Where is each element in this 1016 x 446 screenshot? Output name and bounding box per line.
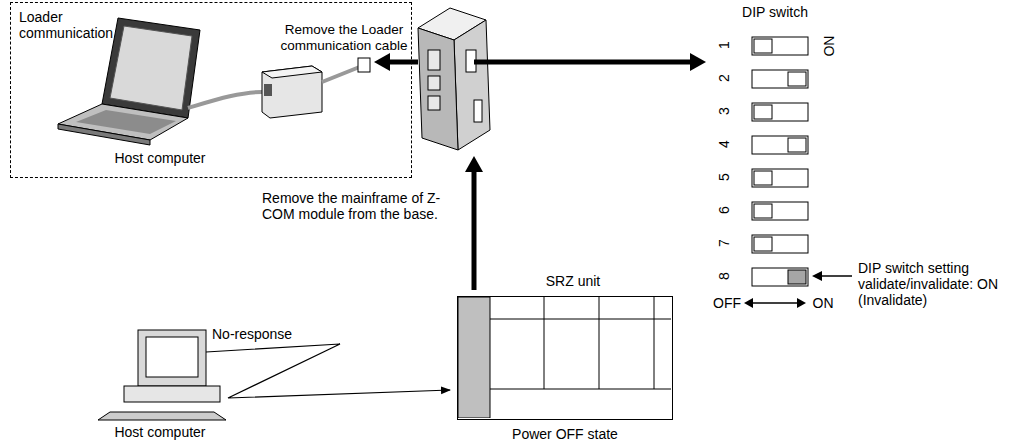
cable-plug <box>358 58 370 72</box>
device-label: Host computer <box>100 424 220 440</box>
switch-slot <box>752 268 808 286</box>
switch-number: 1 <box>716 33 732 57</box>
switch-slot <box>752 202 808 220</box>
z-com-module <box>418 8 490 150</box>
switch-slot <box>752 169 808 187</box>
switch-number: 8 <box>716 264 732 288</box>
desktop-computer <box>98 330 226 420</box>
module-divider <box>654 297 655 389</box>
annotation: No-response <box>212 326 312 342</box>
switch-knob <box>754 171 772 185</box>
unit-label: SRZ unit <box>518 273 628 289</box>
region-label: Loader communication <box>19 9 137 41</box>
switch-number: 4 <box>716 132 732 156</box>
switch-position: OFF <box>710 295 744 311</box>
switch-slot <box>752 136 808 154</box>
device-label: Host computer <box>100 150 220 166</box>
switch-knob <box>754 39 772 53</box>
switch-position: ON <box>808 295 838 311</box>
module-line <box>490 319 671 320</box>
switch-number: 2 <box>716 66 732 90</box>
switch-knob <box>754 105 772 119</box>
switch-number: 3 <box>716 99 732 123</box>
switch-slot <box>752 70 808 88</box>
module-divider <box>599 297 600 389</box>
switch-knob <box>788 270 806 284</box>
annotation: Power OFF state <box>490 426 640 442</box>
switch-slot <box>752 37 808 55</box>
switch-position: ON <box>821 31 837 61</box>
part-label: DIP switch <box>720 4 830 20</box>
switch-knob <box>754 204 772 218</box>
switch-number: 6 <box>716 198 732 222</box>
annotation: Remove the mainframe of Z-COM module fro… <box>262 190 462 222</box>
module-line <box>490 389 671 390</box>
switch-knob <box>788 138 806 152</box>
usb-converter <box>262 66 322 118</box>
switch-number: 7 <box>716 231 732 255</box>
srz-unit-parts <box>458 297 671 418</box>
switch-knob <box>788 72 806 86</box>
switch-slot <box>752 103 808 121</box>
srz-unit-box: SRZ unit <box>457 296 673 420</box>
annotation: DIP switch setting validate/invalidate: … <box>858 260 1008 308</box>
dip-switch <box>738 22 818 292</box>
annotation: Remove the Loader communication cable <box>278 22 410 53</box>
module-divider <box>544 297 545 389</box>
z-com-slot <box>458 297 490 418</box>
switch-knob <box>754 237 772 251</box>
switch-slot <box>752 235 808 253</box>
dip-frame <box>738 22 818 292</box>
switch-number: 5 <box>716 165 732 189</box>
